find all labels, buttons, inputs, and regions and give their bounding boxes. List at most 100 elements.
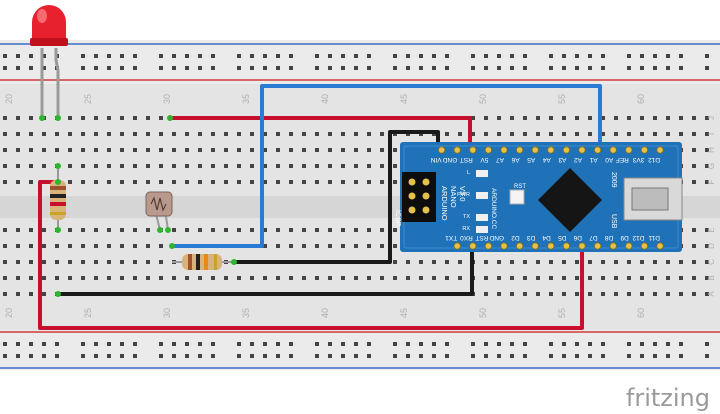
connection-dot (55, 179, 61, 185)
hole (562, 116, 566, 120)
column-label-top: 35 (241, 94, 251, 104)
rail-hole (627, 54, 631, 58)
hole (237, 276, 241, 280)
hole (653, 292, 657, 296)
rail-hole (159, 354, 163, 358)
rail-hole (172, 354, 176, 358)
rail-hole (120, 342, 124, 346)
hole (367, 180, 371, 184)
hole (159, 244, 163, 248)
pin-top (625, 146, 633, 154)
hole (692, 228, 696, 232)
rail-hole (276, 342, 280, 346)
hole (497, 116, 501, 120)
rail-hole (367, 54, 371, 58)
rail-hole (237, 342, 241, 346)
rail-hole (315, 342, 319, 346)
hole (302, 228, 306, 232)
rail-hole (237, 354, 241, 358)
hole (289, 244, 293, 248)
pin-label-top: GND (442, 156, 457, 163)
rail-hole (354, 354, 358, 358)
hole (237, 132, 241, 136)
wire-endpoints (39, 115, 237, 297)
hole (146, 116, 150, 120)
hole (29, 244, 33, 248)
hole (705, 228, 709, 232)
hole (146, 180, 150, 184)
hole (276, 244, 280, 248)
hole (354, 132, 358, 136)
hole (133, 276, 137, 280)
pin-label-bottom: D5 (558, 234, 567, 241)
hole (146, 164, 150, 168)
hole (211, 132, 215, 136)
rail-hole (471, 54, 475, 58)
hole (159, 276, 163, 280)
hole (575, 292, 579, 296)
rail-hole (159, 54, 163, 58)
hole (484, 260, 488, 264)
hole (588, 276, 592, 280)
rail-hole (679, 342, 683, 346)
hole (341, 228, 345, 232)
hole (380, 180, 384, 184)
hole (81, 132, 85, 136)
rail-hole (471, 342, 475, 346)
reset-label: RST (514, 184, 526, 190)
rail-hole (432, 354, 436, 358)
rail-hole (562, 66, 566, 70)
hole (237, 148, 241, 152)
hole (523, 132, 527, 136)
hole (250, 228, 254, 232)
rail-hole (16, 54, 20, 58)
column-label-top: 55 (557, 94, 567, 104)
hole (42, 164, 46, 168)
hole (497, 292, 501, 296)
hole (393, 244, 397, 248)
rail-hole (94, 54, 98, 58)
hole (601, 260, 605, 264)
rail-hole (679, 66, 683, 70)
hole (224, 228, 228, 232)
rail-hole (341, 66, 345, 70)
top-power-rail (0, 40, 720, 84)
hole (250, 276, 254, 280)
hole (120, 164, 124, 168)
hole (575, 116, 579, 120)
rail-hole (601, 54, 605, 58)
hole (120, 228, 124, 232)
hole (263, 276, 267, 280)
rail-hole (419, 354, 423, 358)
hole (497, 276, 501, 280)
hole (250, 164, 254, 168)
rail-hole (198, 354, 202, 358)
rail-hole (81, 66, 85, 70)
hole (120, 148, 124, 152)
hole (562, 260, 566, 264)
bottom-power-rail (0, 330, 720, 370)
led-leg-anode (54, 48, 60, 118)
hole (367, 148, 371, 152)
hole (55, 244, 59, 248)
rail-hole (211, 54, 215, 58)
pin-label-top: 3V3 (632, 156, 644, 163)
hole (406, 260, 410, 264)
hole (81, 276, 85, 280)
rail-hole (588, 54, 592, 58)
hole (419, 276, 423, 280)
board-led-label: RX (462, 226, 470, 232)
rail-hole (354, 66, 358, 70)
rail-hole (627, 342, 631, 346)
pin-bottom (578, 242, 586, 250)
hole (627, 276, 631, 280)
rail-hole (575, 354, 579, 358)
rail-hole (705, 66, 709, 70)
icsp-header (402, 172, 436, 222)
pin-label-top: VIN (430, 156, 441, 163)
pin-bottom (484, 242, 492, 250)
rail-hole (94, 354, 98, 358)
hole (94, 116, 98, 120)
hole (29, 276, 33, 280)
hole (458, 132, 462, 136)
